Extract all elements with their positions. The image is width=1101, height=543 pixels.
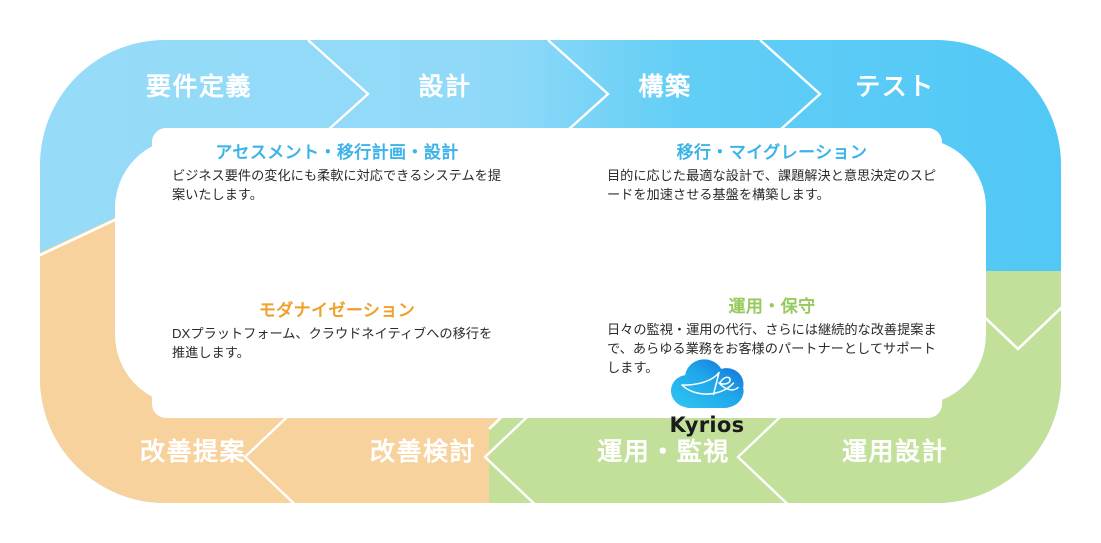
service-block-operations: 運用・保守 日々の監視・運用の代行、さらには継続的な改善提案まで、あらゆる業務を… bbox=[607, 296, 937, 378]
service-heading-modernization: モダナイゼーション bbox=[258, 301, 416, 320]
service-body-operations: 日々の監視・運用の代行、さらには継続的な改善提案まで、あらゆる業務をお客様のパー… bbox=[607, 321, 937, 376]
service-body-modernization: DXプラットフォーム、クラウドネイティブへの移行を推進します。 bbox=[172, 325, 493, 361]
service-heading-migration: 移行・マイグレーション bbox=[676, 143, 868, 162]
service-block-migration: 移行・マイグレーション 目的に応じた最適な設計で、課題解決と意思決定のスピードを… bbox=[607, 142, 937, 204]
top-step-label-1[interactable]: 要件定義 bbox=[145, 73, 252, 101]
chevron-bottom-3 bbox=[736, 399, 799, 503]
top-step-label-4[interactable]: テスト bbox=[855, 73, 935, 101]
kyrios-logo: Kyrios bbox=[644, 356, 770, 437]
chevron-bottom-2 bbox=[483, 399, 546, 503]
chevron-bottom-1 bbox=[243, 399, 306, 503]
service-block-modernization: モダナイゼーション DXプラットフォーム、クラウドネイティブへの移行を推進します… bbox=[172, 300, 502, 362]
center-content-card: アセスメント・移行計画・設計 ビジネス要件の変化にも柔軟に対応できるシステムを提… bbox=[152, 128, 942, 437]
service-heading-operations: 運用・保守 bbox=[728, 297, 816, 316]
service-block-assessment: アセスメント・移行計画・設計 ビジネス要件の変化にも柔軟に対応できるシステムを提… bbox=[172, 142, 502, 204]
bottom-step-label-1[interactable]: 改善提案 bbox=[139, 438, 246, 466]
top-step-label-3[interactable]: 構築 bbox=[638, 73, 692, 101]
bottom-step-label-3[interactable]: 運用・監視 bbox=[597, 438, 730, 466]
service-body-migration: 目的に応じた最適な設計で、課題解決と意思決定のスピードを加速させる基盤を構築しま… bbox=[607, 167, 937, 203]
service-body-assessment: ビジネス要件の変化にも柔軟に対応できるシステムを提案いたします。 bbox=[172, 167, 502, 203]
cloud-logo-icon bbox=[671, 359, 744, 408]
service-heading-assessment: アセスメント・移行計画・設計 bbox=[215, 143, 459, 162]
bottom-step-label-4[interactable]: 運用設計 bbox=[841, 438, 948, 466]
bottom-step-label-2[interactable]: 改善検討 bbox=[369, 438, 476, 466]
kyrios-wordmark: Kyrios bbox=[669, 413, 745, 437]
top-step-label-2[interactable]: 設計 bbox=[418, 73, 472, 101]
